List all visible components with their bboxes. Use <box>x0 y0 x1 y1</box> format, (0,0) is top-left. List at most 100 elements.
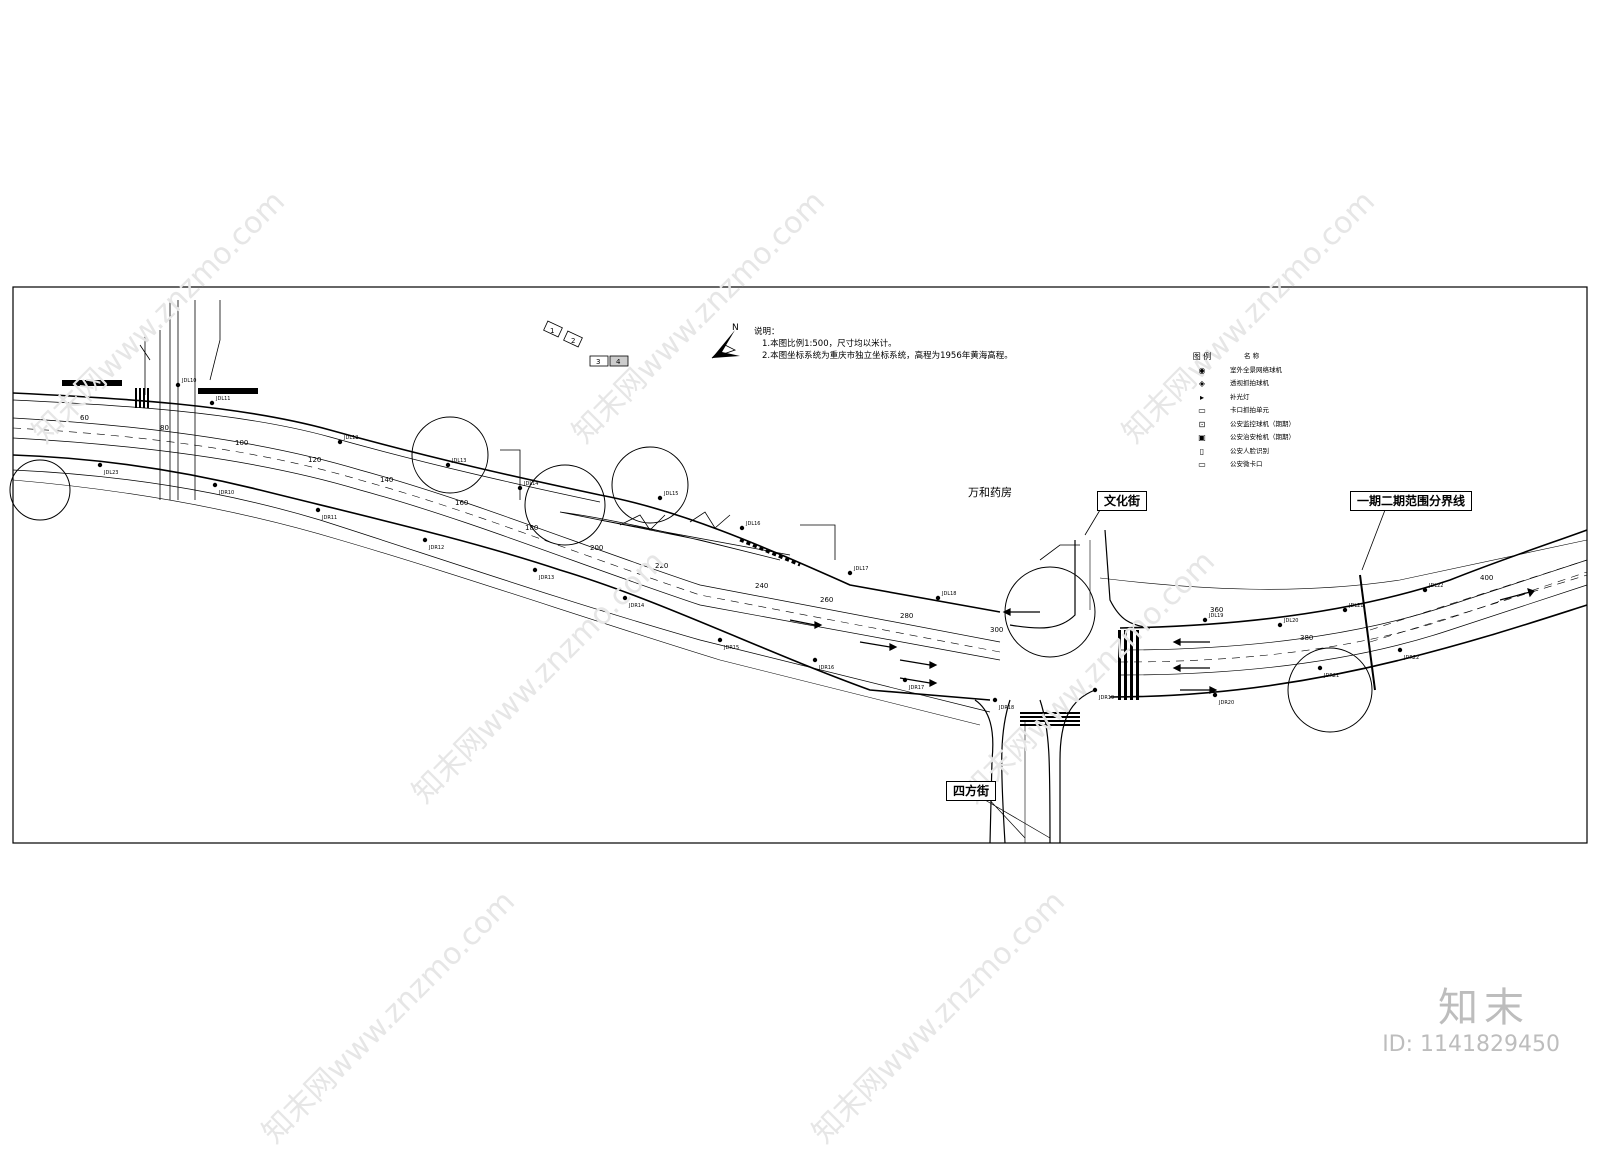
pole-markers: JDL10JDL11JDL12JDL13JDL14JDL15JDL16JDL17… <box>97 378 1443 711</box>
station-label: 200 <box>590 544 603 552</box>
station-label: 380 <box>1300 634 1313 642</box>
legend-header: 图 例 名 称 <box>1180 350 1354 364</box>
sifang-street-label: 四方街 <box>946 781 997 801</box>
crosswalks <box>62 380 1139 726</box>
north-arrow-icon: N <box>711 323 740 359</box>
station-label: 180 <box>525 524 538 532</box>
legend-item: ▸补光灯 <box>1180 391 1354 405</box>
legend-item: ⊡ 公安监控球机（期期） <box>1180 418 1354 432</box>
legend-item: ▭ 公安微卡口 <box>1180 458 1354 472</box>
pole-label: JDL19 <box>1208 613 1223 619</box>
pole-marker <box>1422 587 1428 593</box>
pole-label: JDR22 <box>1403 655 1419 661</box>
pole-marker <box>657 495 663 501</box>
station-label: 160 <box>455 499 468 507</box>
pole-label: JDR21 <box>1323 673 1339 679</box>
note-line-2: 2.本图坐标系统为重庆市独立坐标系统，高程为1956年黄海高程。 <box>762 351 1013 361</box>
scale-bar: 1 2 3 4 <box>543 320 629 367</box>
pole-marker <box>1212 692 1218 698</box>
pole-label: JDR11 <box>321 515 337 521</box>
pole-label: JDL12 <box>343 435 358 441</box>
transparent-dome-icon: ◈ <box>1198 379 1206 388</box>
scale-label-3: 3 <box>596 358 600 366</box>
station-label: 80 <box>160 424 169 432</box>
pole-label: JDR12 <box>428 545 444 551</box>
pole-marker <box>1092 687 1098 693</box>
pole-label: JDR10 <box>218 490 234 496</box>
legend-item-name: 透视抓拍球机 <box>1230 379 1269 387</box>
lane-markings <box>12 427 1588 663</box>
legend-item-name: 公安监控球机（期期） <box>1230 419 1295 428</box>
phase-boundary-line <box>1359 574 1376 691</box>
image-id: ID: 1141829450 <box>1382 1032 1560 1057</box>
pole-marker <box>209 400 215 406</box>
station-label: 140 <box>380 476 393 484</box>
station-label: 280 <box>900 612 913 620</box>
legend-item-name: 室外全景网络球机 <box>1230 365 1282 374</box>
legend-item-name: 公安人脸识别 <box>1230 446 1269 455</box>
legend: 图 例 名 称 ◉室外全景网络球机◈透视抓拍球机▸补光灯▭卡口抓拍单元⊡公安监控… <box>1180 350 1354 472</box>
checkpoint-capture-icon: ▭ <box>1198 406 1206 415</box>
station-label: 100 <box>235 439 248 447</box>
lane-arrows <box>789 588 1536 694</box>
pole-marker <box>847 570 853 576</box>
pole-marker <box>717 637 723 643</box>
wenhua-street-road <box>974 529 1151 844</box>
station-label: 360 <box>1210 606 1223 614</box>
median-island <box>559 511 801 567</box>
north-side-road <box>139 300 221 500</box>
pole-label: JDL21 <box>1348 603 1363 609</box>
building-outline <box>500 449 1080 561</box>
legend-item: ◈ 透视抓拍球机 <box>1180 377 1354 391</box>
pole-label: JDL23 <box>103 470 118 476</box>
wenhua-street-label: 文化街 <box>1097 491 1148 511</box>
tree-canopies <box>9 416 1373 733</box>
pole-marker <box>422 537 428 543</box>
pole-marker <box>1277 622 1283 628</box>
notes-title: 说明： <box>754 327 780 337</box>
legend-item-name: 补光灯 <box>1230 392 1250 401</box>
face-recognition-icon: ▯ <box>1199 446 1205 456</box>
legend-item: ▣公安治安枪机（期期） <box>1180 431 1354 445</box>
pole-label: JDL11 <box>215 396 230 402</box>
pole-marker <box>212 482 218 488</box>
police-checkpoint-icon: ▭ <box>1198 460 1206 469</box>
legend-item: ▭ 卡口抓拍单元 <box>1180 404 1354 418</box>
station-labels: 6080100120140160180200220240260280300360… <box>80 414 1493 642</box>
pole-label: JDR17 <box>908 685 924 691</box>
pole-label: JDL16 <box>745 521 760 527</box>
station-label: 220 <box>655 562 668 570</box>
pole-label: JDL17 <box>853 566 868 572</box>
pole-label: JDR14 <box>628 603 644 609</box>
pole-marker <box>622 595 628 601</box>
pole-marker <box>445 462 451 468</box>
pole-marker <box>97 462 103 468</box>
legend-item-name: 公安微卡口 <box>1230 460 1263 468</box>
pole-label: JDR19 <box>1098 695 1114 701</box>
legend-item-name: 公安治安枪机（期期） <box>1230 433 1295 441</box>
pole-marker <box>175 382 181 388</box>
station-label: 60 <box>80 414 89 422</box>
pole-label: JDR15 <box>723 645 739 651</box>
phase-boundary-leader <box>1361 509 1386 571</box>
pole-marker <box>1342 607 1348 613</box>
scale-label-1: 1 <box>550 327 554 335</box>
pole-marker <box>1397 647 1403 653</box>
pole-label: JDR18 <box>998 705 1014 711</box>
police-monitor-dome-icon: ⊡ <box>1198 419 1206 429</box>
legend-item-name: 卡口抓拍单元 <box>1230 406 1269 414</box>
drawing-notes: 说明： 1.本图比例1:500，尺寸均以米计。 2.本图坐标系统为重庆市独立坐标… <box>754 326 1013 362</box>
pole-label: JDL22 <box>1428 583 1443 589</box>
pole-marker <box>532 567 538 573</box>
pole-label: JDR16 <box>818 665 834 671</box>
pole-marker <box>1202 617 1208 623</box>
station-label: 300 <box>990 626 1003 634</box>
scale-label-2: 2 <box>571 337 575 345</box>
pole-marker <box>902 677 908 683</box>
station-label: 240 <box>755 582 768 590</box>
pole-marker <box>992 697 998 703</box>
note-line-1: 1.本图比例1:500，尺寸均以米计。 <box>762 339 897 349</box>
pole-marker <box>739 525 745 531</box>
pharmacy-label: 万和药房 <box>968 486 1012 499</box>
pole-marker <box>1317 665 1323 671</box>
